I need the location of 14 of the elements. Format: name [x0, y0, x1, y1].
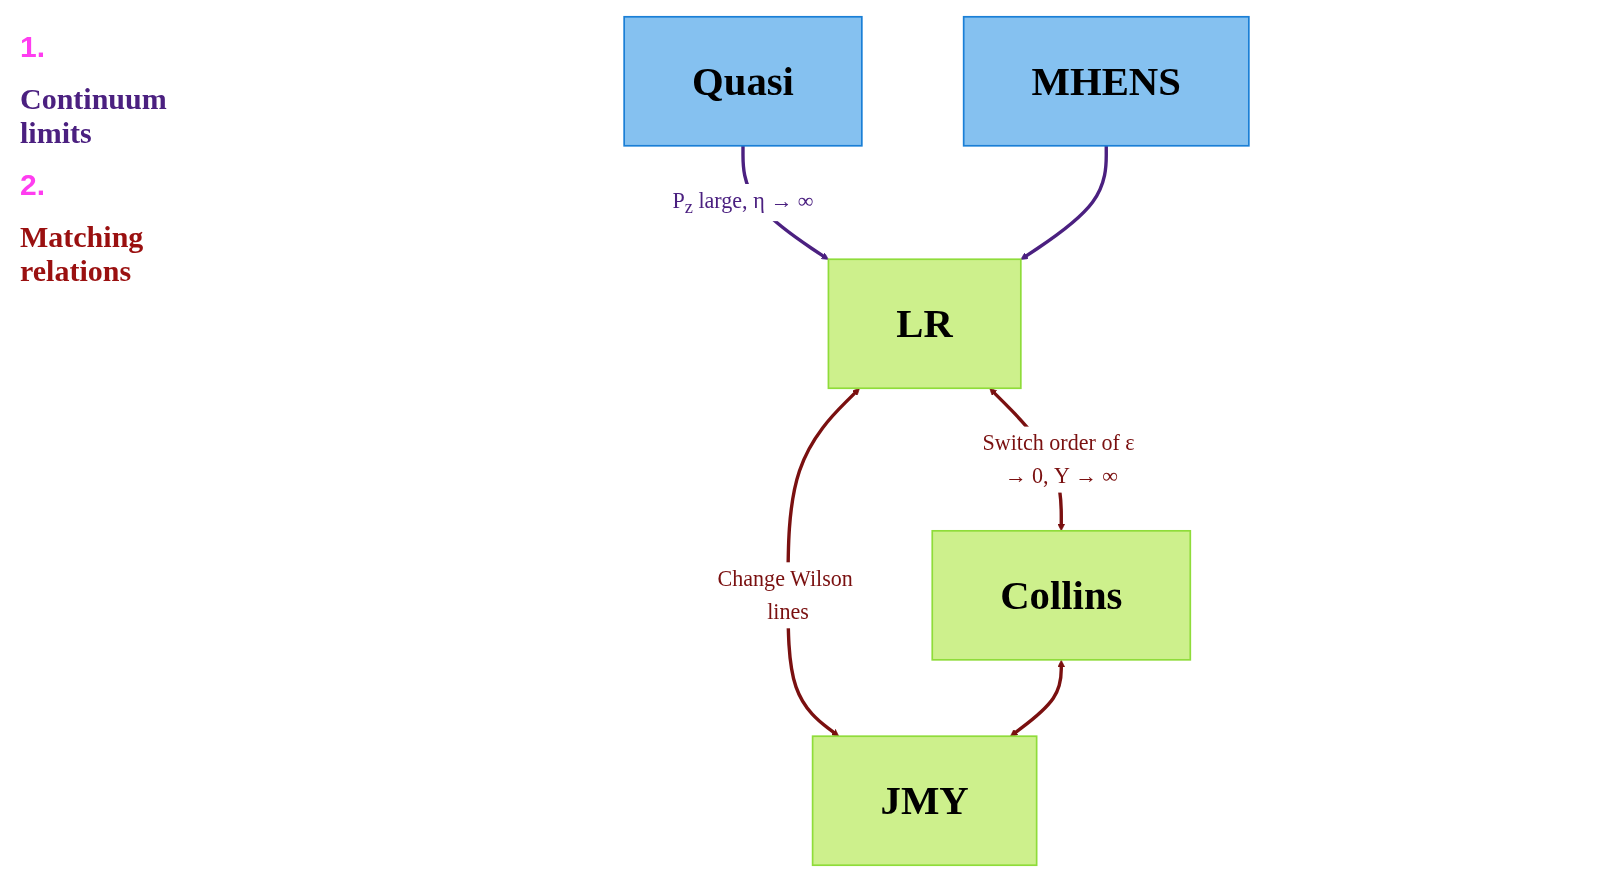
note-text: Matching relations: [20, 220, 145, 288]
node-box: Collins: [931, 530, 1192, 661]
arrow: [1020, 145, 1108, 260]
arrow: [1010, 659, 1065, 737]
edge-label: Change Wilson lines: [717, 566, 853, 625]
node-box: JMY: [811, 735, 1038, 867]
step-number: 2.: [20, 168, 47, 202]
edge-label: Switch order of ε → 0, Y → ∞: [982, 430, 1135, 489]
node-box: MHENS: [962, 15, 1250, 147]
node-box: LR: [827, 258, 1022, 390]
edge-label: P$_{z}$ large, η → ∞: [672, 188, 814, 218]
note-text: Continuum limits: [20, 82, 168, 150]
node-box: Quasi: [623, 15, 863, 147]
step-number: 1.: [20, 30, 47, 64]
